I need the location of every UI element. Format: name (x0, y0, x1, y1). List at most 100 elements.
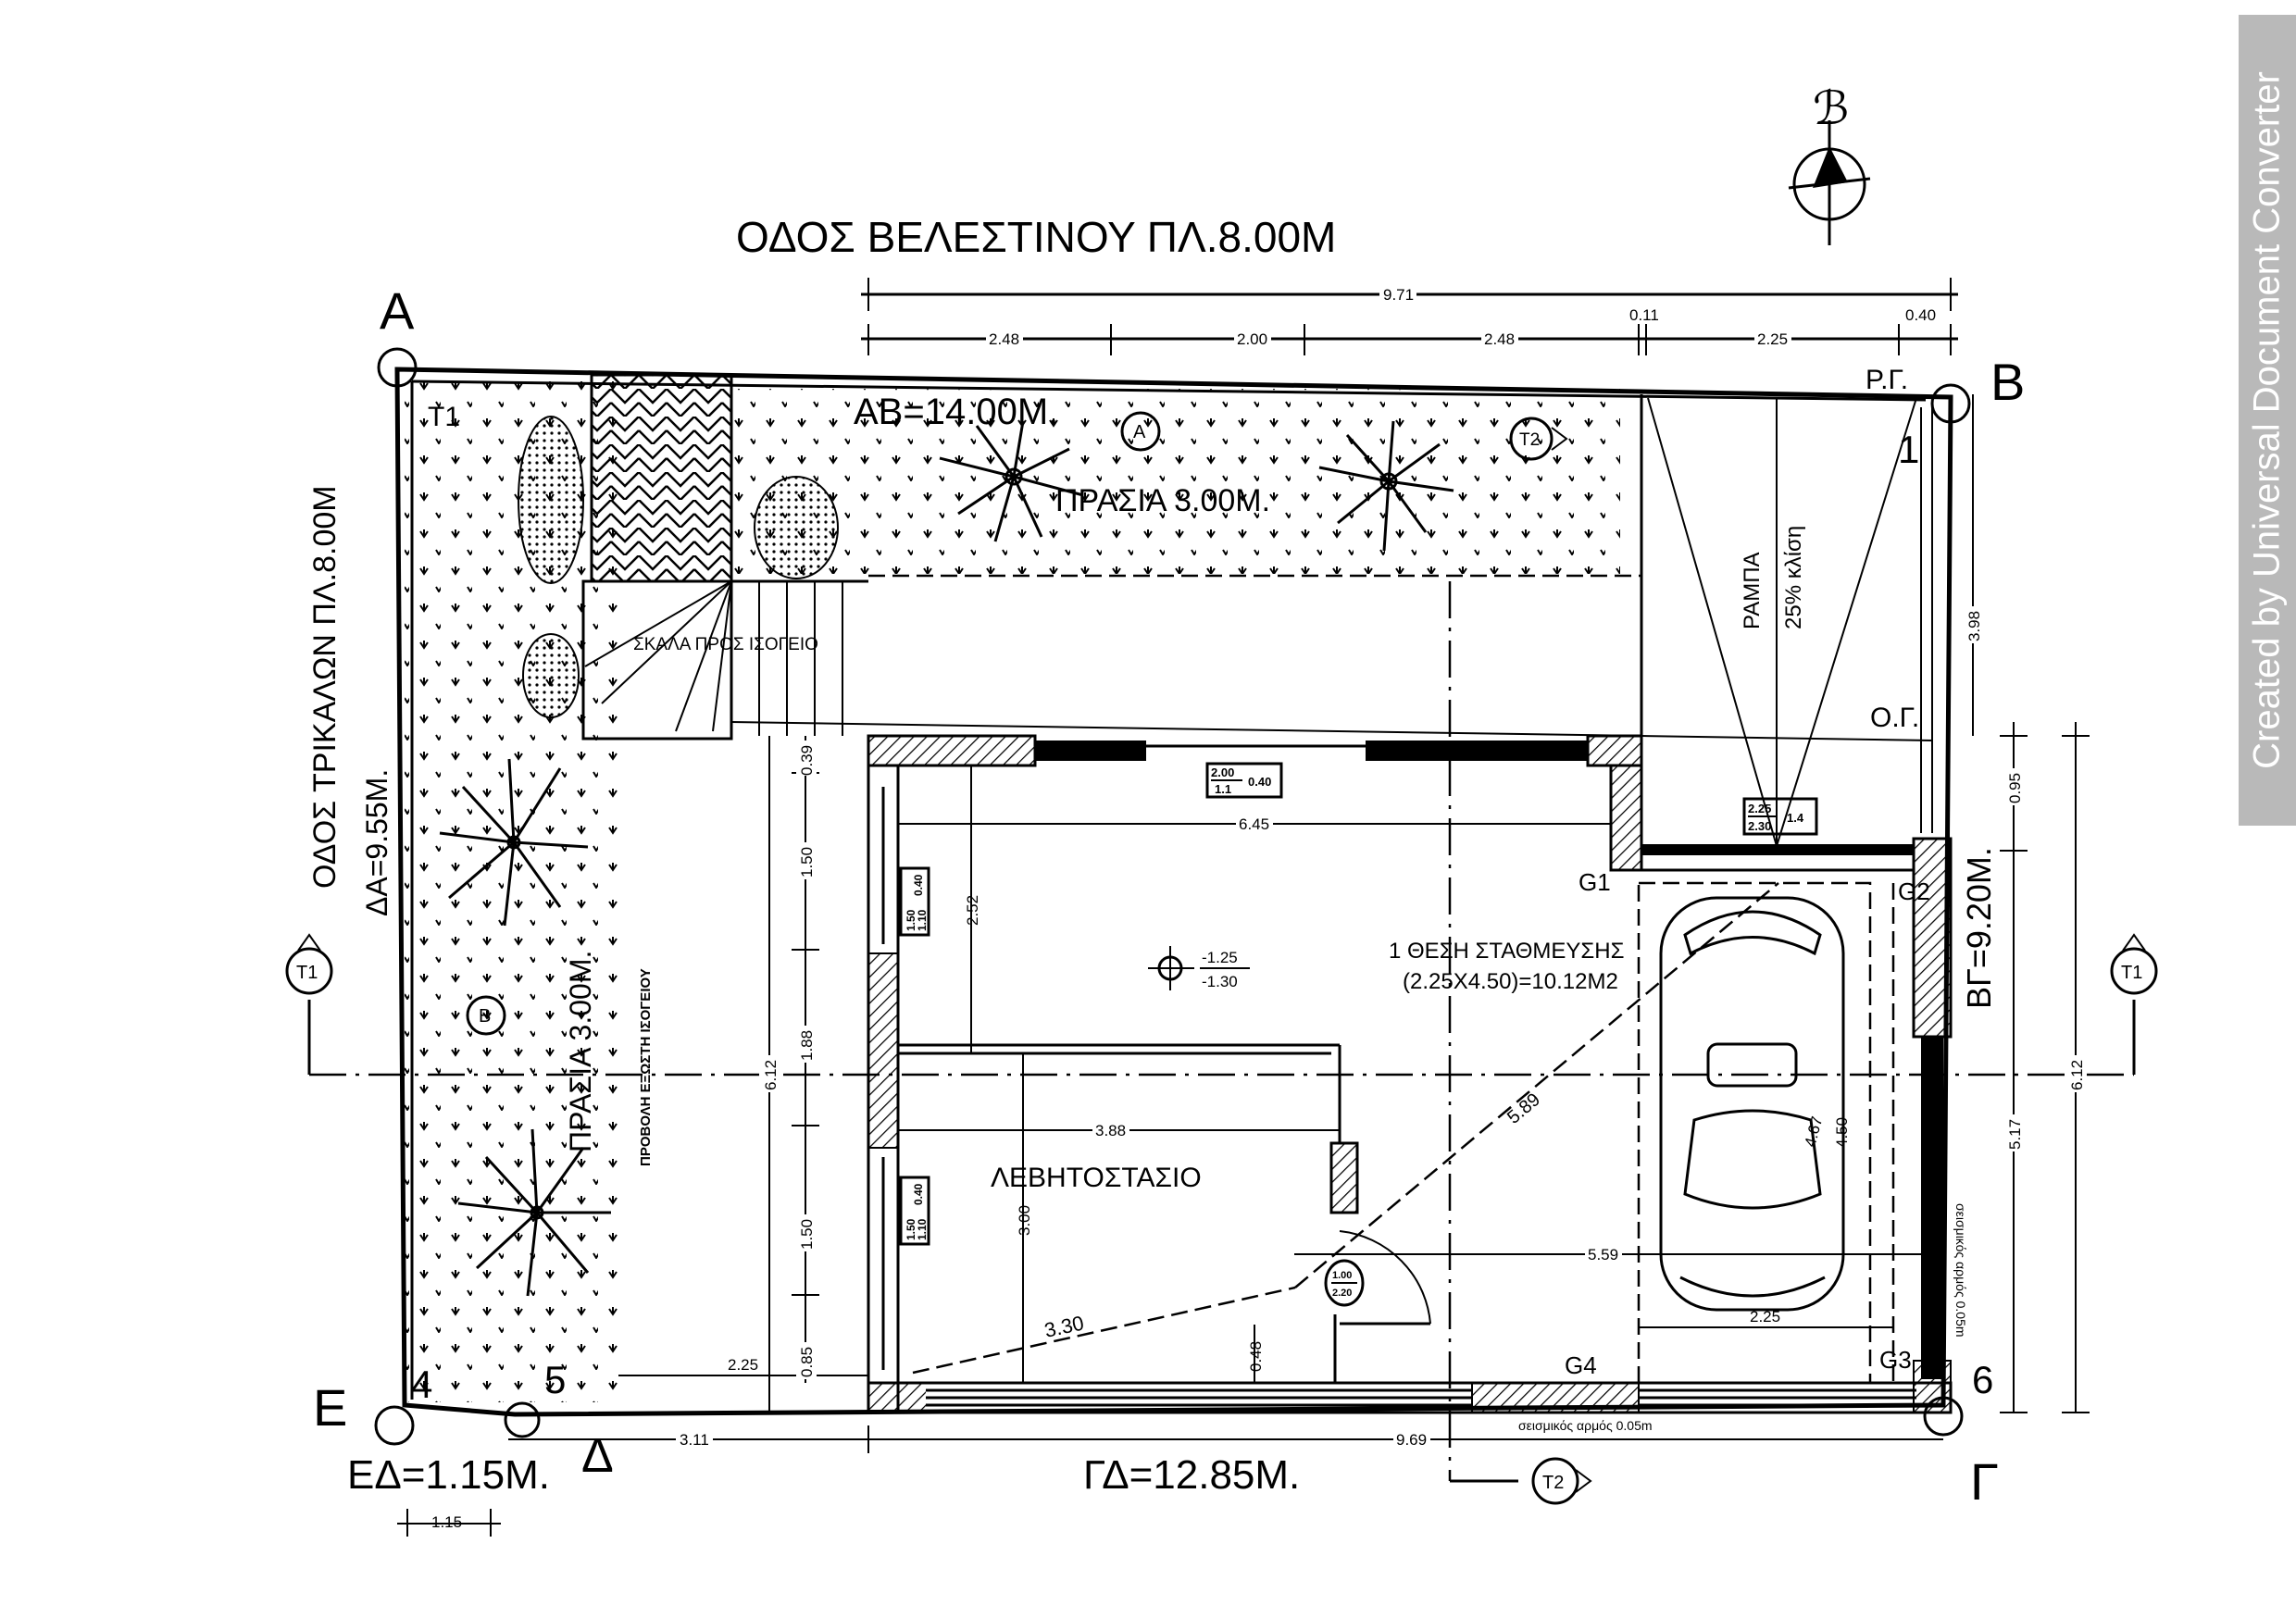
garden-left (405, 380, 618, 1402)
tree-tag-b-label: B (479, 1006, 491, 1027)
dim-left-150a: 1.50 (798, 847, 816, 877)
point-4: 4 (411, 1363, 432, 1406)
section-label-t1-left: T1 (296, 963, 318, 983)
dim-bottom-left: 2.25 (728, 1356, 758, 1374)
section-label-t2-top: T2 (1519, 430, 1540, 450)
plot-boundary (394, 367, 1953, 1417)
dim-252: 2.52 (964, 895, 981, 926)
dim-garage-width: 2.25 (1750, 1308, 1780, 1326)
section-marker-t2-bottom[interactable] (1531, 1457, 1592, 1505)
diag-589 (1294, 882, 1779, 1288)
section-marker-t2-top[interactable] (1509, 417, 1568, 461)
watermark-banner: Created by Universal Document Converter (2239, 15, 2296, 826)
garage-door-width: 2.25 (1748, 802, 1771, 815)
stair (581, 579, 1642, 741)
window-left2-height: 1.10 (916, 1218, 929, 1240)
section-marker-t1-left[interactable] (285, 933, 333, 995)
dim-right-398: 3.98 (1965, 611, 1983, 641)
seismic-joint-bottom: σεισμικός αρμός 0.05m (1518, 1418, 1653, 1433)
window-top-sill: 0.40 (1248, 775, 1271, 789)
dim-left-150b: 1.50 (798, 1219, 816, 1250)
section-label-t2-bottom: T2 (1542, 1473, 1564, 1493)
side-street-label: ΟΔΟΣ ΤΡΙΚΑΛΩΝ ΠΛ.8.00Μ (307, 485, 343, 889)
door-width: 1.00 (1332, 1270, 1352, 1281)
dim-969: 9.69 (1396, 1431, 1427, 1449)
dim-top-1: 2.48 (989, 330, 1019, 348)
north-arrow-icon (1788, 120, 1871, 245)
window-tag-top (1205, 762, 1283, 799)
dim-top-3: 2.48 (1484, 330, 1515, 348)
dim-right-095: 0.95 (2006, 773, 2024, 803)
window-top-width: 2.00 (1211, 765, 1234, 779)
side-ab: ΑΒ=14.00Μ. (854, 392, 1058, 432)
dim-top-4: 0.11 (1629, 306, 1659, 324)
grid-g4: G4 (1565, 1351, 1597, 1379)
dim-645: 6.45 (1239, 815, 1269, 833)
dim-388: 3.88 (1095, 1122, 1126, 1139)
dim-car-a: 4.67 (1802, 1114, 1827, 1149)
point-1: 1 (1898, 428, 1919, 471)
stair-paving (590, 373, 733, 583)
tree-tag-b (466, 995, 506, 1036)
dim-559: 5.59 (1588, 1246, 1618, 1263)
level-mark-icon (1148, 946, 1250, 990)
dim-car-b: 4.50 (1833, 1117, 1851, 1148)
diag-330 (912, 1286, 1296, 1375)
dim-330: 3.30 (1042, 1312, 1086, 1342)
door-tag (1324, 1259, 1365, 1307)
ramp-label: ΡΑΜΠΑ (1740, 552, 1765, 629)
corner-g: Γ (1970, 1452, 1999, 1511)
dim-top-total: 9.71 (1383, 286, 1414, 304)
tree-tag-a (1120, 411, 1161, 452)
dim-right-total: 6.12 (2068, 1060, 2086, 1090)
watermark-text: Created by Universal Document Converter (2246, 71, 2288, 769)
garage-door-tag (1742, 797, 1818, 836)
level-bottom: -1.30 (1202, 973, 1238, 990)
shrub-icon (518, 416, 839, 718)
corner-e: Ε (313, 1378, 347, 1437)
dim-048: 0.48 (1247, 1341, 1265, 1372)
grid-g1: G1 (1578, 868, 1611, 896)
og-label: Ο.Γ. (1870, 703, 1919, 733)
dim-left-total: 6.12 (762, 1060, 780, 1090)
parking-area-label: (2.25Χ4.50)=10.12Μ2 (1403, 969, 1618, 994)
corner-b: B (1990, 353, 2025, 411)
rg-label: Ρ.Γ. (1866, 365, 1908, 395)
corner-markers (374, 347, 1971, 1446)
window-left1-width: 1.50 (905, 909, 917, 931)
grid-g3: G3 (1879, 1346, 1912, 1374)
dim-top-6: 0.40 (1905, 306, 1936, 324)
window-left1-height: 1.10 (916, 909, 929, 931)
dim-right-517: 5.17 (2006, 1119, 2024, 1150)
boiler-room-label: ΛΕΒΗΤΟΣΤΑΣΙΟ (991, 1163, 1202, 1193)
garage-door-sill: 1.4 (1787, 811, 1804, 825)
dim-top-5: 2.25 (1757, 330, 1788, 348)
parking-label: 1 ΘΕΣΗ ΣΤΑΘΜΕΥΣΗΣ (1389, 939, 1624, 964)
seismic-joint-right: σεισμικός αρμός 0.05m (1953, 1203, 1968, 1338)
section-marker-t1-right[interactable] (2110, 933, 2158, 995)
window-left2-sill: 0.40 (912, 1183, 925, 1205)
window-left2-width: 1.50 (905, 1218, 917, 1240)
point-6: 6 (1972, 1358, 1993, 1401)
dim-300: 3.00 (1016, 1205, 1033, 1236)
north-label: ℬ (1813, 82, 1849, 134)
dim-left-039: 0.39 (798, 745, 816, 776)
window-tag-left-2 (899, 1176, 930, 1246)
ramp-slope-label: 25% κλίση (1781, 526, 1806, 629)
dim-left-188: 1.88 (798, 1030, 816, 1061)
street-title: ΟΔΟΣ ΒΕΛΕΣΤΙΝΟΥ ΠΛ.8.00Μ (736, 213, 1336, 261)
door-height: 2.20 (1332, 1288, 1352, 1299)
tree-icon (439, 420, 1454, 1297)
prasia-top-label: ΠΡΑΣΙΑ 3.00Μ. (1055, 483, 1270, 518)
point-5: 5 (544, 1358, 566, 1401)
side-gd: ΓΔ=12.85Μ. (1083, 1452, 1300, 1498)
car-icon (1659, 896, 1845, 1312)
balcony-label: ΠΡΟΒΟΛΗ ΕΞΩΣΤΗ ΙΣΟΓΕΙΟΥ (638, 968, 654, 1166)
tree-tag-a-label: A (1133, 422, 1146, 442)
window-tag-left-1 (899, 866, 930, 937)
side-da: ΔΑ=9.55Μ. (360, 769, 393, 916)
prasia-left-label: ΠΡΑΣΙΑ 3.00Μ. (564, 951, 597, 1152)
garden-top (731, 389, 1620, 574)
